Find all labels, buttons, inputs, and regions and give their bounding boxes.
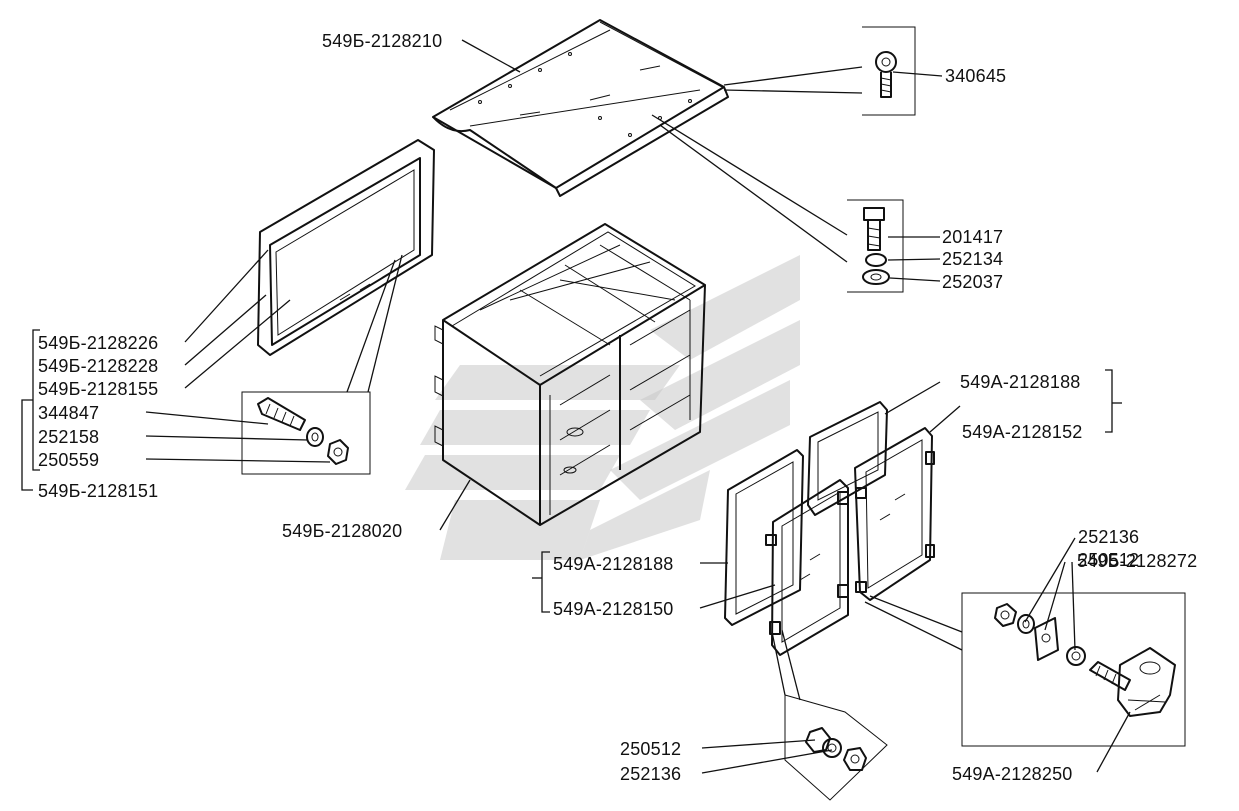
label-seal-upper-door: 549А-2128188: [960, 372, 1081, 392]
label-washer-hinge-right: 252136: [1078, 527, 1139, 547]
watermark-logo: [405, 255, 800, 560]
label-washer-hinge-bottom: 252136: [620, 764, 681, 784]
label-roof-panel: 549Б-2128210: [322, 31, 442, 51]
leader-lines: [145, 39, 1131, 774]
hinge-assembly-box: [961, 592, 1186, 747]
lower-door-seal: [724, 449, 804, 626]
label-door-lower: 549А-2128150: [553, 599, 674, 619]
left-fastener-box: [241, 391, 371, 475]
label-washer-left: 252158: [38, 427, 99, 447]
label-washer-flat: 252037: [942, 272, 1003, 292]
label-body-frame: 549Б-2128020: [282, 521, 402, 541]
label-glass-left: 549Б-2128155: [38, 379, 158, 399]
bottom-fastener-panel: [784, 694, 888, 801]
label-eye-bolt: 340645: [945, 66, 1006, 86]
lower-door-panel: [765, 479, 849, 656]
part-labels: 549Б-2128210 340645 201417 252134 252037…: [38, 31, 1197, 784]
label-nut-hinge-right: 250512: [1078, 550, 1139, 570]
label-bolt: 201417: [942, 227, 1003, 247]
body-frame: [434, 223, 706, 526]
upper-door-seal: [807, 401, 888, 516]
label-washer-spring: 252134: [942, 249, 1003, 269]
roof-panel: [432, 19, 729, 197]
label-stud: 344847: [38, 403, 99, 423]
label-brackets: [21, 329, 1122, 613]
label-nut-left: 250559: [38, 450, 99, 470]
bolt-washer-box: [847, 199, 904, 293]
left-window: [257, 139, 435, 356]
label-seal-left: 549Б-2128226: [38, 333, 158, 353]
label-window-assembly: 549Б-2128151: [38, 481, 158, 501]
upper-door-panel: [854, 427, 935, 601]
label-hinge-plate: 549Б-2128272: [1077, 551, 1197, 571]
label-seal-lower-door: 549А-2128188: [553, 554, 674, 574]
label-door-upper: 549А-2128152: [962, 422, 1083, 442]
label-frame-left: 549Б-2128228: [38, 356, 158, 376]
eye-bolt-box: [862, 26, 916, 116]
label-nut-hinge-bottom: 250512: [620, 739, 681, 759]
label-hinge-assembly: 549А-2128250: [952, 764, 1073, 784]
